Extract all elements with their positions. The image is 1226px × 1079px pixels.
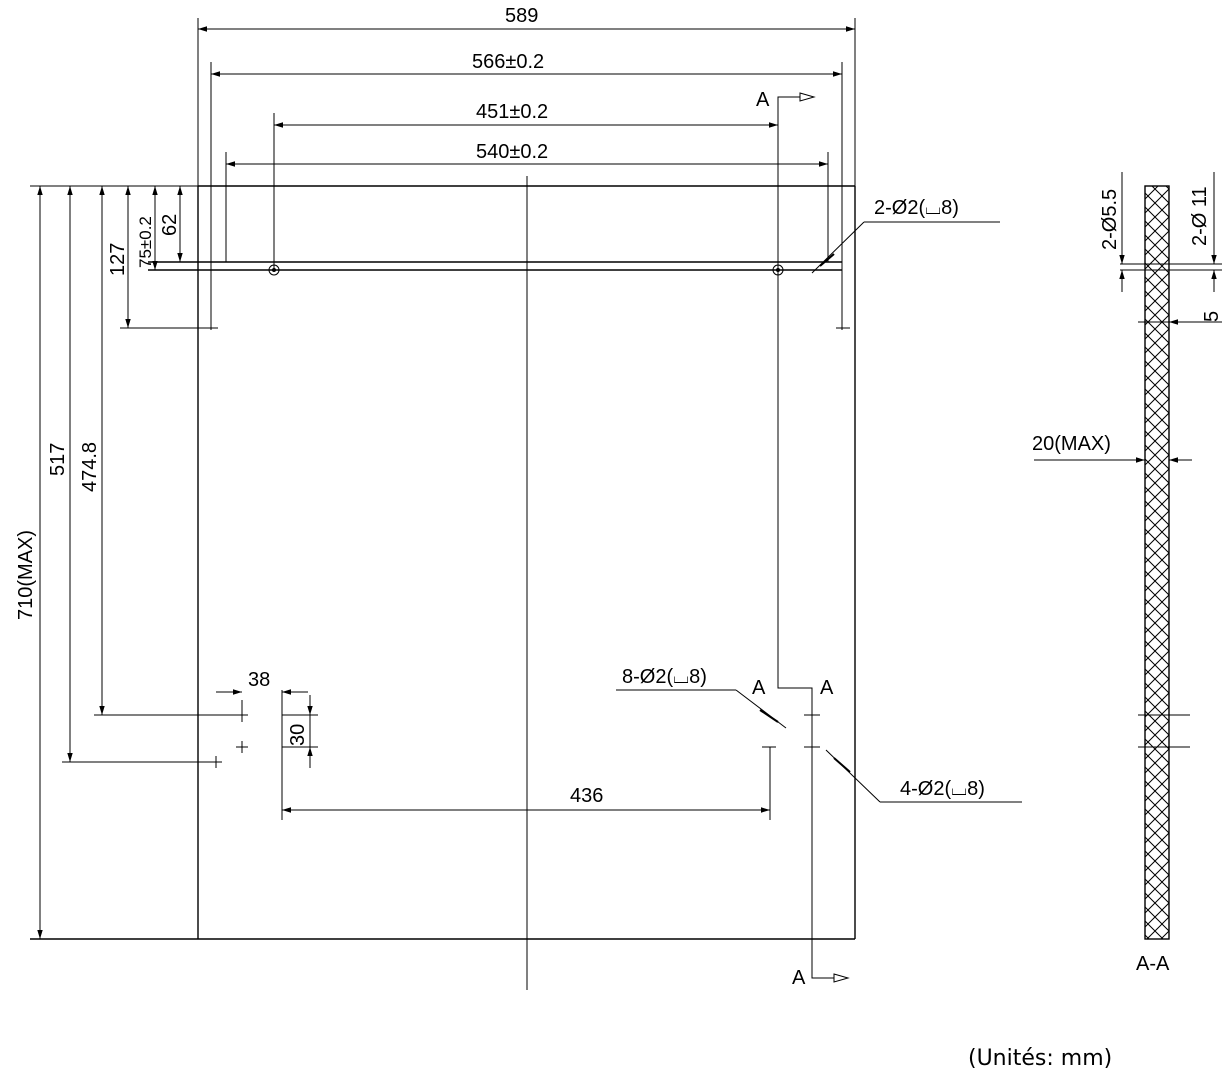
dim-589-text: 589 <box>505 5 538 27</box>
dim-517-text: 517 <box>47 443 69 476</box>
panel-outline <box>30 185 856 940</box>
dim-75: 75±0.2 <box>136 186 158 270</box>
dim-30: 30 <box>282 695 318 768</box>
side-view: 2-Ø5.5 2-Ø 11 5 20(MAX) A-A <box>1032 172 1223 975</box>
dim-127: 127 <box>107 186 131 328</box>
section-mark-top: A <box>756 89 770 111</box>
dim-62-text: 62 <box>159 214 181 236</box>
callout-mid-holes: 8-Ø2(⌴8) <box>616 666 787 729</box>
dim-540-text: 540±0.2 <box>476 141 548 163</box>
dim-38-text: 38 <box>248 669 270 691</box>
callout-top-text: 2-Ø2(⌴8) <box>874 197 959 219</box>
dim-62: 62 <box>159 186 183 262</box>
dim-540: 540±0.2 <box>226 141 828 167</box>
extension-lines <box>30 18 856 330</box>
side-thickness-text: 20(MAX) <box>1032 433 1111 455</box>
dim-517: 517 <box>47 186 218 763</box>
callout-low-holes: 4-Ø2(⌴8) <box>825 749 1022 803</box>
dim-710: 710(MAX) <box>15 186 43 939</box>
dim-566: 566±0.2 <box>211 51 842 77</box>
callout-top-holes: 2-Ø2(⌴8) <box>811 197 1000 274</box>
section-mark-bottom: A <box>792 967 806 989</box>
dim-436-text: 436 <box>570 785 603 807</box>
section-mark-mid-right: A <box>820 677 834 699</box>
dim-451: 451±0.2 <box>274 101 778 128</box>
callout-low-text: 4-Ø2(⌴8) <box>900 778 985 800</box>
dim-566-text: 566±0.2 <box>472 51 544 73</box>
hole-marks-right <box>762 714 820 820</box>
dim-127-text: 127 <box>107 243 129 276</box>
section-line-a: A A A A <box>752 89 850 989</box>
dim-589: 589 <box>198 5 855 32</box>
side-dim-5-text: 5 <box>1201 311 1223 322</box>
dim-451-text: 451±0.2 <box>476 101 548 123</box>
units-note: (Unités: mm) <box>968 1046 1113 1071</box>
dim-710-text: 710(MAX) <box>15 530 37 620</box>
dim-30-text: 30 <box>287 724 309 746</box>
side-dia-11-text: 2-Ø 11 <box>1189 186 1211 246</box>
dim-436: 436 <box>282 785 770 813</box>
callout-mid-text: 8-Ø2(⌴8) <box>622 666 707 688</box>
dim-474-text: 474.8 <box>79 442 101 492</box>
dim-38: 38 <box>216 669 308 820</box>
dim-474: 474.8 <box>79 186 248 716</box>
rail-hole-left <box>268 264 280 276</box>
side-section-label: A-A <box>1136 953 1170 975</box>
section-mark-mid-left: A <box>752 677 766 699</box>
side-dia-55-text: 2-Ø5.5 <box>1099 189 1121 250</box>
hole-marks-left <box>210 741 248 768</box>
dim-75-text: 75±0.2 <box>136 216 155 268</box>
